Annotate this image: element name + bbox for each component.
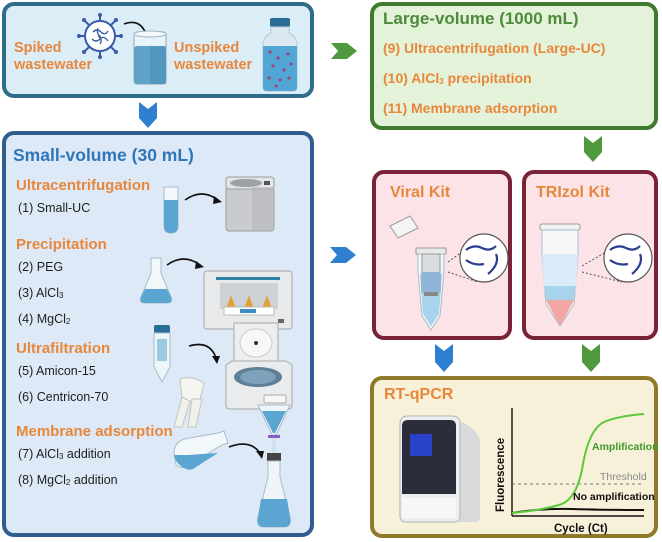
benchtop-centrifuge-icon	[225, 322, 293, 410]
arrow-right-small-to-kits	[330, 247, 356, 263]
ultracentrifuge-icon	[225, 176, 275, 232]
mgcl2-addition-suffix: addition	[70, 473, 118, 487]
alcl3-addition-text: (7) AlCl	[18, 447, 59, 461]
spiked-label-line2: wastewater	[14, 57, 93, 73]
section-heading-ultrafiltration: Ultrafiltration	[16, 340, 111, 357]
erlenmeyer-flask-icon	[140, 257, 172, 304]
method-item-alcl3: (3) AlCl3	[18, 286, 63, 300]
rna-magnified-icon	[447, 233, 509, 283]
no-amplification-label: No amplification	[573, 491, 655, 503]
wastewater-bottle-icon	[262, 18, 298, 92]
alcl3-addition-suffix: addition	[63, 447, 111, 461]
curved-arrow-icon	[166, 258, 204, 269]
section-heading-ultracentrifugation: Ultracentrifugation	[16, 177, 151, 194]
spiked-label-line1: Spiked	[14, 40, 62, 56]
chart-y-label: Fluorescence	[495, 438, 507, 512]
beaker-icon	[133, 30, 167, 85]
alcl3-precipitation-subscript: 3	[439, 77, 444, 86]
rt-qpcr-box: RT-qPCR Fluorescence Cycle (Ct) Amplific…	[370, 376, 659, 538]
small-volume-title: Small-volume (30 mL)	[13, 145, 194, 165]
mgcl2-subscript: 2	[65, 317, 71, 326]
amplification-chart: Fluorescence Cycle (Ct) Amplification Th…	[495, 408, 659, 535]
alcl3-text: (3) AlCl	[18, 286, 59, 300]
conical-tube-icon	[153, 325, 171, 384]
small-volume-box: Small-volume (30 mL) Ultracentrifugation…	[2, 131, 314, 537]
mgcl2-addition-text: (8) MgCl	[18, 473, 66, 487]
unspiked-label-line1: Unspiked	[174, 40, 240, 56]
large-volume-box: Large-volume (1000 mL) (9) Ultracentrifu…	[370, 2, 658, 130]
alcl3-precipitation-suffix: precipitation	[443, 70, 532, 86]
method-item-alcl3-addition: (7) AlCl3 addition	[18, 447, 111, 461]
curved-arrow-icon	[228, 443, 264, 459]
source-sample-box: Spiked wastewater Unspiked wastewater	[2, 2, 314, 98]
viral-kit-title: Viral Kit	[390, 184, 451, 201]
arrow-down-viral-to-pcr	[435, 344, 453, 372]
rt-qpcr-title: RT-qPCR	[384, 386, 454, 403]
method-item-mgcl2-addition: (8) MgCl2 addition	[18, 473, 118, 487]
rna-magnified-icon	[581, 233, 653, 283]
incubator-shaker-icon	[203, 270, 293, 330]
method-item-mgcl2: (4) MgCl2	[18, 312, 70, 326]
curved-arrow-icon	[184, 193, 222, 204]
curved-arrow-icon	[188, 343, 220, 364]
filtration-apparatus-icon	[257, 404, 291, 528]
phase-separation-tube-icon	[539, 223, 581, 327]
alcl3-subscript: 3	[58, 291, 64, 300]
trizol-kit-title: TRIzol Kit	[536, 184, 610, 201]
centricon-filter-icon	[173, 377, 205, 428]
spiked-wastewater-label: Spiked wastewater	[14, 40, 92, 74]
method-item-large-uc: (9) Ultracentrifugation (Large-UC)	[383, 40, 606, 56]
method-item-peg: (2) PEG	[18, 260, 64, 274]
method-item-alcl3-precipitation: (10) AlCl3 precipitation	[383, 70, 532, 86]
pouring-flask-icon	[173, 430, 229, 470]
arrow-down-large-to-kits	[584, 136, 602, 162]
qpcr-instrument-icon	[399, 415, 480, 523]
method-item-large-membrane-adsorption: (11) Membrane adsorption	[383, 100, 558, 116]
chart-x-label: Cycle (Ct)	[554, 523, 608, 535]
unspiked-label-line2: wastewater	[174, 57, 253, 73]
spin-column-tube-icon	[389, 215, 447, 331]
method-item-small-uc: (1) Small-UC	[18, 201, 91, 215]
virus-icon	[77, 13, 123, 59]
alcl3-addition-subscript: 3	[58, 452, 64, 461]
section-heading-membrane-adsorption: Membrane adsorption	[16, 423, 173, 440]
method-item-amicon-15: (5) Amicon-15	[18, 364, 96, 378]
large-volume-title: Large-volume (1000 mL)	[383, 9, 579, 28]
amplification-label: Amplification	[592, 441, 659, 453]
test-tube-icon	[163, 186, 179, 234]
alcl3-precipitation-text: (10) AlCl	[383, 70, 440, 86]
arrow-down-trizol-to-pcr	[582, 344, 600, 372]
viral-kit-box: Viral Kit	[372, 170, 512, 340]
mgcl2-addition-subscript: 2	[65, 478, 71, 487]
section-heading-precipitation: Precipitation	[16, 236, 107, 253]
trizol-kit-box: TRIzol Kit	[522, 170, 658, 340]
mgcl2-text: (4) MgCl	[18, 312, 66, 326]
threshold-label: Threshold	[600, 471, 647, 483]
method-item-centricon-70: (6) Centricon-70	[18, 390, 109, 404]
arrow-down-source-to-small	[139, 102, 157, 128]
amplification-curve	[511, 413, 645, 514]
arrow-right-source-to-large	[331, 43, 357, 59]
unspiked-wastewater-label: Unspiked wastewater	[174, 40, 252, 74]
